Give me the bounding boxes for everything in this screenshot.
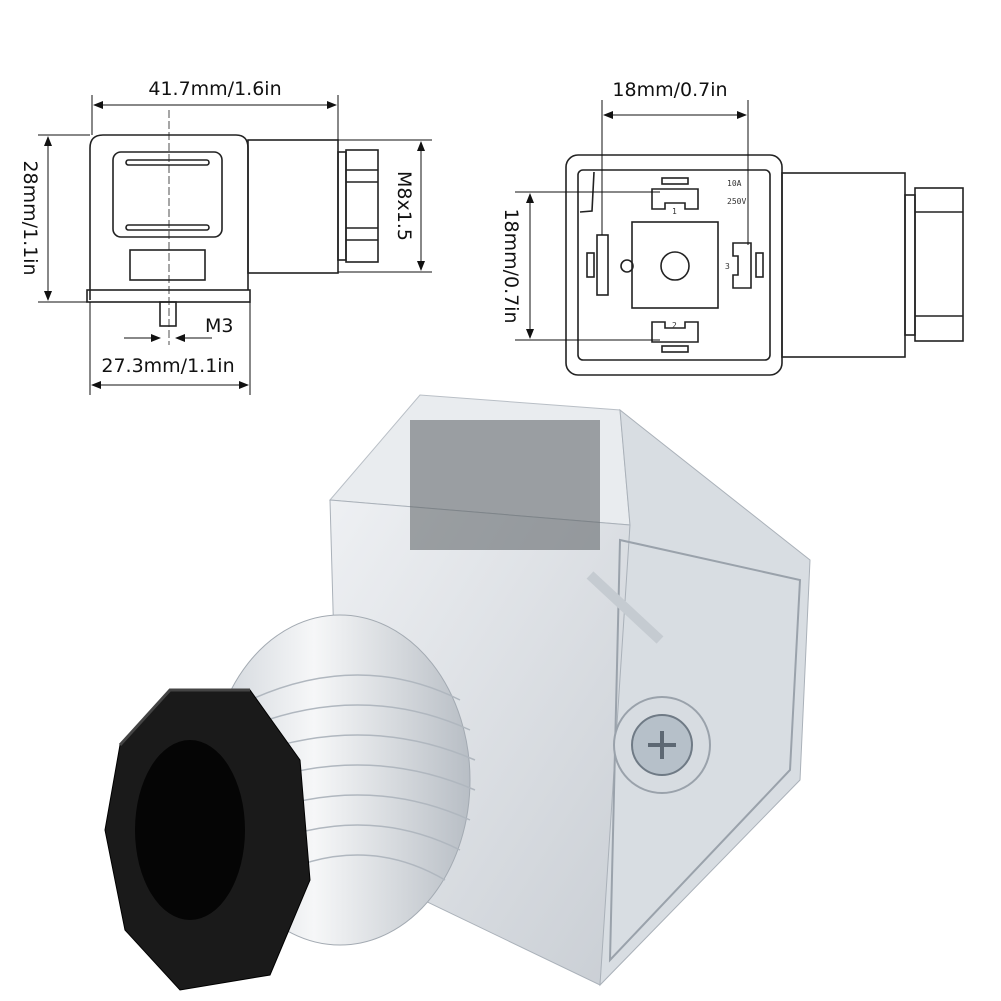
base-width-label: 27.3mm/1.1in [101, 355, 234, 377]
front-height-label: 18mm/0.7in [500, 208, 522, 323]
connector-photo [104, 394, 811, 991]
pin-3-label: 3 [725, 262, 730, 271]
front-view-drawing [565, 154, 964, 376]
pin-2-label: 2 [672, 321, 677, 330]
front-width-label: 18mm/0.7in [612, 79, 727, 101]
side-view-drawing [86, 110, 379, 345]
screw-label: M3 [205, 315, 233, 337]
pin-1-label: 1 [672, 207, 677, 216]
thread-label: M8x1.5 [393, 171, 415, 241]
side-width-label: 41.7mm/1.6in [148, 78, 281, 100]
side-height-label: 28mm/1.1in [19, 160, 41, 275]
side-view-dimensions [38, 95, 432, 395]
front-view-dimensions [515, 100, 749, 341]
rating-voltage-label: 250V [727, 197, 746, 206]
rating-current-label: 10A [727, 179, 742, 188]
